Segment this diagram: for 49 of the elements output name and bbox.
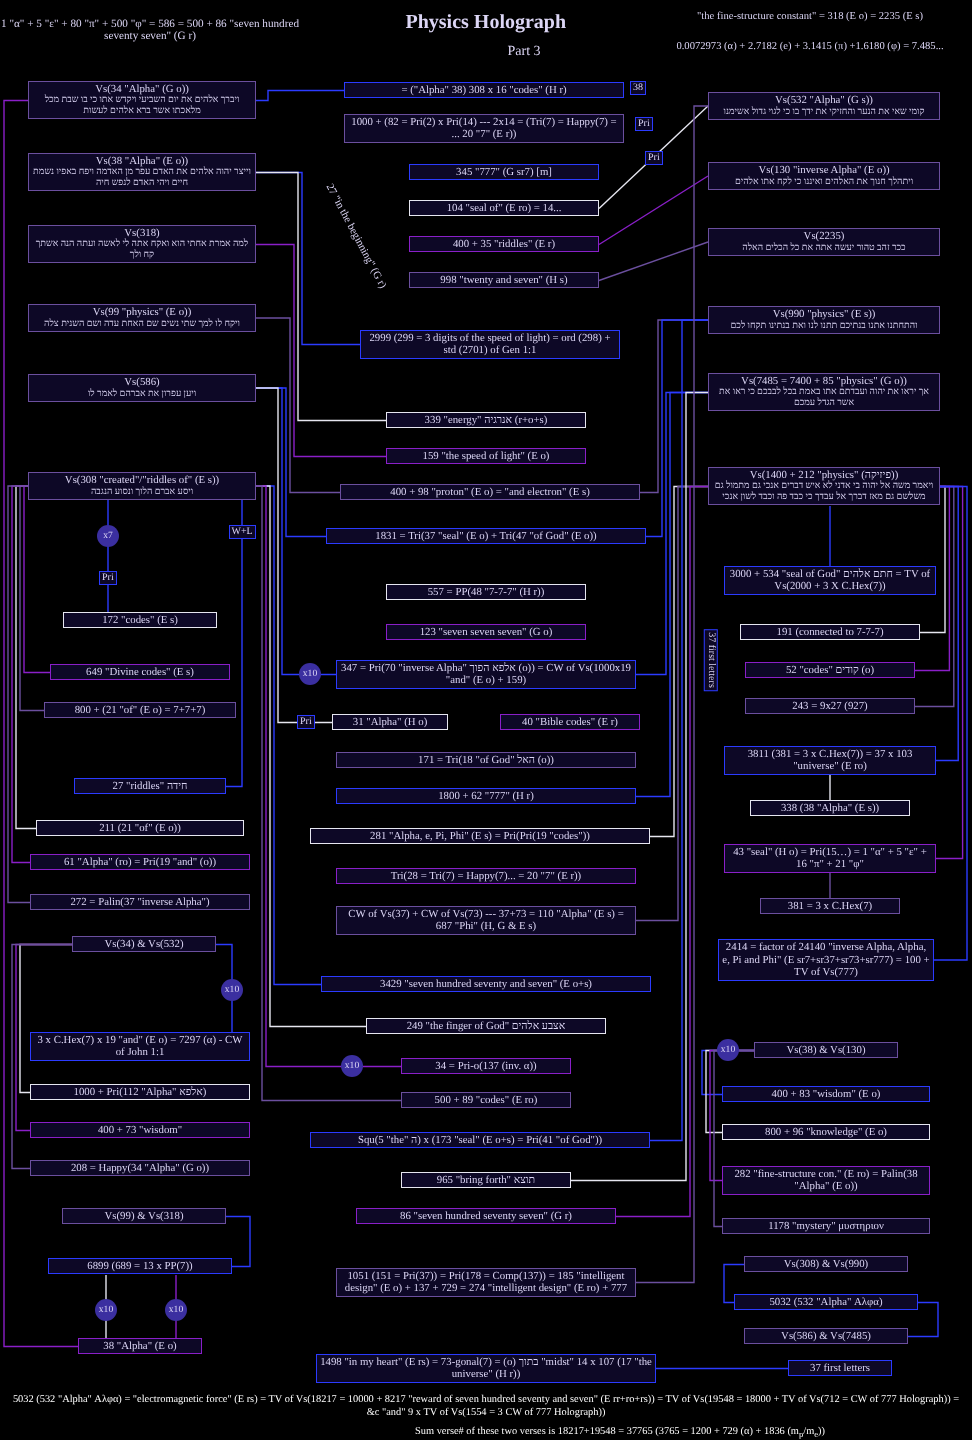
connector-line <box>935 485 964 860</box>
verse-box <box>708 372 940 412</box>
verse-box <box>708 228 940 256</box>
verse-box <box>708 466 940 506</box>
verse-box <box>708 92 940 120</box>
connector-line <box>225 1215 251 1268</box>
connector-line <box>919 485 946 634</box>
connector-line <box>829 872 831 899</box>
connector-line <box>107 499 109 613</box>
connector-line <box>655 1367 789 1370</box>
connector-line <box>615 485 709 1218</box>
connector-line <box>11 943 73 1170</box>
connector-line <box>255 387 333 724</box>
connector-line <box>255 171 387 422</box>
connector-line <box>723 1263 745 1304</box>
connector-line <box>3 99 79 1348</box>
verse-box <box>28 374 256 402</box>
connector-line <box>649 319 709 1142</box>
connector-line <box>598 241 709 282</box>
verse-box <box>28 304 256 332</box>
connector-line <box>635 105 709 1284</box>
connector-line <box>829 505 831 567</box>
connector-line <box>11 485 31 864</box>
connector-line <box>914 485 951 672</box>
title: Physics Holograph <box>405 10 567 34</box>
connector-line <box>829 774 831 801</box>
verse-box <box>708 306 940 334</box>
connector-line <box>598 175 709 246</box>
connector-line <box>7 485 31 904</box>
connector-line <box>215 943 233 1033</box>
verse-box <box>708 162 940 190</box>
connector-line <box>15 485 37 830</box>
connector-line <box>23 485 51 674</box>
connector-line <box>598 105 709 210</box>
connector-line <box>570 391 709 1182</box>
connector-line <box>255 89 345 102</box>
connector-line <box>713 1049 755 1228</box>
verse-box <box>28 224 256 264</box>
connector-line <box>914 485 955 708</box>
verse-box <box>28 80 256 120</box>
connector-line <box>935 485 959 762</box>
connector-line <box>19 485 45 712</box>
connector-line <box>255 243 387 458</box>
connector-line <box>255 317 341 494</box>
verse-box <box>28 152 256 192</box>
connector-line <box>225 499 243 788</box>
verse-box <box>28 472 256 500</box>
connector-line <box>907 1301 939 1338</box>
connector-line <box>933 485 968 961</box>
